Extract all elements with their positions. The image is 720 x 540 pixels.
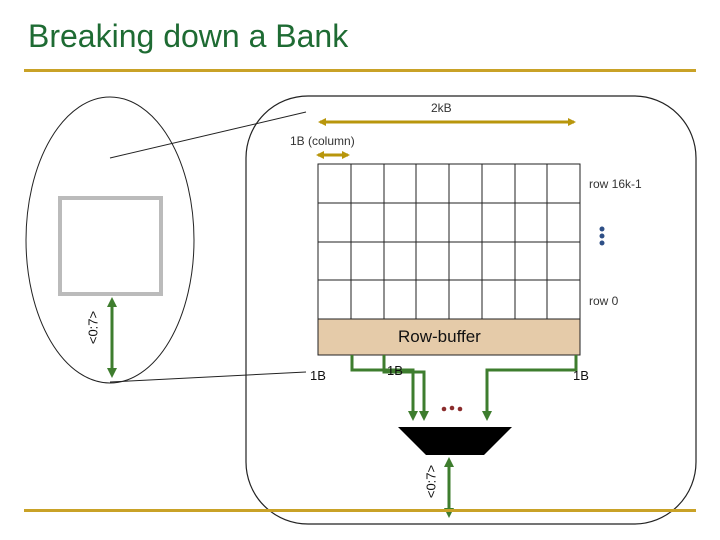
middle-output-label: 1B: [387, 363, 403, 378]
footer-rule: [24, 509, 696, 512]
chip-bus-label: <0:7>: [85, 310, 101, 345]
mux: [398, 427, 512, 455]
row-buffer: [317, 318, 581, 356]
mux-output-label: <0:7>: [423, 464, 439, 499]
row-buffer-label: Row-buffer: [398, 327, 481, 346]
zoom-line-bottom: [109, 371, 307, 383]
width-label: 2kB: [431, 101, 452, 115]
chip-outline: [25, 96, 195, 384]
bank-square: [58, 196, 163, 296]
title-rule: [24, 69, 696, 72]
left-output-label: 1B: [310, 368, 326, 383]
cell-array: [317, 163, 581, 320]
right-output-label: 1B: [573, 368, 589, 383]
row-ellipsis: [599, 226, 605, 246]
middle-wire: [382, 355, 429, 421]
right-wire: [482, 355, 578, 421]
zoom-line-top: [109, 111, 307, 159]
slide-title: Breaking down a Bank: [28, 18, 349, 54]
bank-outline: [245, 95, 697, 525]
bottom-row-label: row 0: [589, 294, 619, 308]
column-label: 1B (column): [290, 134, 355, 148]
mux-input-ellipsis: [441, 405, 463, 412]
top-row-label: row 16k-1: [589, 177, 642, 191]
